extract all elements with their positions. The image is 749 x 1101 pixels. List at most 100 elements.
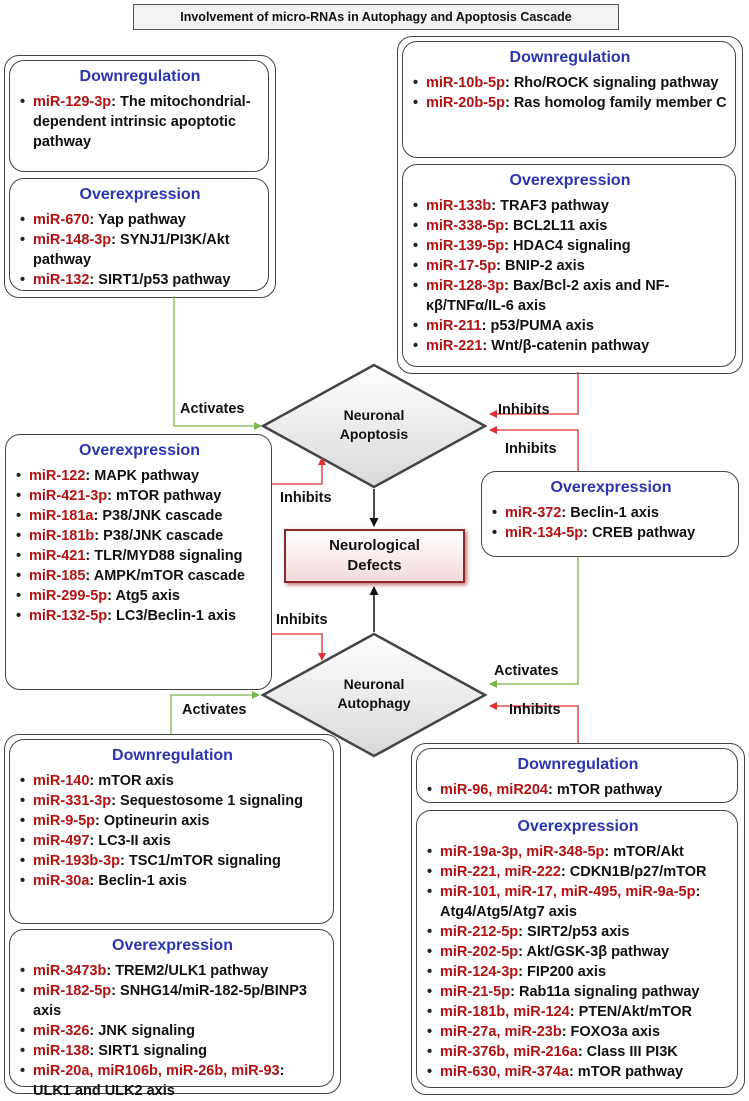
mirna-list-item: miR-140: mTOR axis (20, 771, 325, 791)
mirna-name: miR-338-5p (426, 218, 505, 234)
mirna-list-item: miR-9-5p: Optineurin axis (20, 811, 325, 831)
panel-tr-overexpression: OverexpressionmiR-133b: TRAF3 pathwaymiR… (402, 164, 736, 367)
mirna-name: miR-20a, miR106b, miR-26b, miR-93 (33, 1063, 280, 1079)
mirna-target: : TREM2/ULK1 pathway (106, 963, 269, 979)
mirna-name: miR-221, miR-222 (440, 864, 561, 880)
mirna-list-item: miR-3473b: TREM2/ULK1 pathway (20, 961, 325, 981)
mirna-list-item: miR-421-3p: mTOR pathway (16, 486, 263, 506)
mirna-name: miR-30a (33, 873, 90, 889)
mirna-list-item: miR-134-5p: CREB pathway (492, 523, 730, 543)
panel-bl-downregulation: DownregulationmiR-140: mTOR axismiR-331-… (9, 739, 334, 924)
mirna-target: : Optineurin axis (95, 813, 210, 829)
panel-tr-downregulation: Downregulation miR-10b-5p: Rho/ROCK signa… (402, 41, 736, 158)
mirna-name: miR-122 (29, 468, 86, 484)
label-inhibits-autophagy-left: Inhibits (276, 612, 328, 628)
mirna-target: : Rab11a signaling pathway (510, 984, 700, 1000)
mirna-list-item: miR-221: Wnt/β-catenin pathway (413, 336, 727, 356)
mirna-list: miR-670: Yap pathwaymiR-148-3p: SYNJ1/PI… (20, 210, 260, 290)
activates-autophagy-arrow-bottom (170, 691, 260, 734)
figure-title: Involvement of micro-RNAs in Autophagy a… (133, 4, 619, 30)
mirna-name: miR-211 (426, 318, 482, 334)
neuronal-apoptosis-diamond (260, 363, 488, 489)
mirna-target: : Class III PI3K (577, 1044, 678, 1060)
mirna-target: : Sequestosome 1 signaling (111, 793, 303, 809)
activates-autophagy-arrow-right (489, 557, 579, 688)
mirna-list-item: miR-138: SIRT1 signaling (20, 1041, 325, 1061)
mirna-name: miR-181a (29, 508, 94, 524)
mirna-target: : MAPK pathway (85, 468, 200, 484)
mirna-list-item: miR-20a, miR106b, miR-26b, miR-93: ULK1 … (20, 1061, 325, 1101)
mirna-target: : mTOR/Akt (604, 844, 684, 860)
mirna-list-item: miR-221, miR-222: CDKN1B/p27/mTOR (427, 862, 729, 882)
mirna-name: miR-27a, miR-23b (440, 1024, 562, 1040)
mirna-list-item: miR-212-5p: SIRT2/p53 axis (427, 922, 729, 942)
mirna-list-item: miR-133b: TRAF3 pathway (413, 196, 727, 216)
mirna-name: miR-376b, miR-216a (440, 1044, 578, 1060)
neurological-defects-box: Neurological Defects (284, 529, 465, 583)
mirna-target: : AMPK/mTOR cascade (85, 568, 245, 584)
mirna-target: : JNK signaling (89, 1023, 195, 1039)
mirna-list-item: miR-122: MAPK pathway (16, 466, 263, 486)
mirna-target: : TRAF3 pathway (491, 198, 609, 214)
mirna-list: miR-96, miR204: mTOR pathway (427, 780, 729, 800)
mirna-name: miR-96, miR204 (440, 782, 548, 798)
mirna-target: : TSC1/mTOR signaling (120, 853, 281, 869)
mirna-target: : Bax/Bcl-2 axis and NF-κβ/TNFα/IL-6 axi… (426, 278, 670, 314)
mirna-list-item: miR-148-3p: SYNJ1/PI3K/Akt pathway (20, 230, 260, 270)
mirna-list-item: miR-181b, miR-124: PTEN/Akt/mTOR (427, 1002, 729, 1022)
panel-heading: Overexpression (112, 937, 233, 954)
mirna-list-item: miR-670: Yap pathway (20, 210, 260, 230)
mirna-list-item: miR-421: TLR/MYD88 signaling (16, 546, 263, 566)
mirna-name: miR-181b, miR-124 (440, 1004, 570, 1020)
mirna-target: : Ras homolog family member C (504, 95, 727, 111)
mirna-list-item: miR-132: SIRT1/p53 pathway (20, 270, 260, 290)
neuronal-apoptosis-label: Neuronal Apoptosis (314, 406, 434, 444)
label-activates-autophagy-right: Activates (494, 663, 559, 679)
mirna-name: miR-17-5p (426, 258, 497, 274)
mirna-list-item: miR-372: Beclin-1 axis (492, 503, 730, 523)
mirna-name: miR-331-3p (33, 793, 112, 809)
mirna-name: miR-129-3p (33, 94, 112, 110)
label-activates-autophagy-bottom: Activates (182, 702, 247, 718)
mirna-list: miR-3473b: TREM2/ULK1 pathwaymiR-182-5p:… (20, 961, 325, 1101)
mirna-list: miR-122: MAPK pathwaymiR-421-3p: mTOR pa… (16, 466, 263, 626)
mirna-name: miR-670 (33, 212, 90, 228)
mirna-target: : BCL2L11 axis (504, 218, 608, 234)
mirna-list-item: miR-10b-5p: Rho/ROCK signaling pathway (413, 73, 727, 93)
mirna-name: miR-140 (33, 773, 90, 789)
mirna-name: miR-132-5p (29, 608, 108, 624)
mirna-name: miR-124-3p (440, 964, 519, 980)
mirna-list-item: miR-299-5p: Atg5 axis (16, 586, 263, 606)
mirna-target: : P38/JNK cascade (93, 508, 223, 524)
mirna-name: miR-134-5p (505, 525, 584, 541)
panel-tl-overexpression: OverexpressionmiR-670: Yap pathwaymiR-14… (9, 178, 269, 291)
mirna-name: miR-132 (33, 272, 90, 288)
mirna-target: : LC3-II axis (89, 833, 171, 849)
mirna-target: : Akt/GSK-3β pathway (518, 944, 670, 960)
mirna-target: : TLR/MYD88 signaling (85, 548, 243, 564)
mirna-list-item: miR-139-5p: HDAC4 signaling (413, 236, 727, 256)
inhibits-apoptosis-arrow-left (272, 457, 326, 485)
apoptosis-line2: Apoptosis (339, 426, 409, 442)
defects-line2: Defects (347, 557, 402, 574)
label-inhibits-apoptosis-top: Inhibits (498, 402, 550, 418)
mirna-name: miR-20b-5p (426, 95, 505, 111)
label-inhibits-autophagy-bottom: Inhibits (509, 702, 561, 718)
mirna-name: miR-421 (29, 548, 86, 564)
mirna-name: miR-128-3p (426, 278, 505, 294)
mirna-list: miR-140: mTOR axis miR-331-3p: Sequestoso… (20, 771, 325, 891)
panel-heading: Downregulation (509, 49, 631, 66)
mirna-name: miR-202-5p (440, 944, 519, 960)
mirna-target: : ULK1 and ULK2 axis (33, 1063, 285, 1099)
mirna-list-item: miR-30a: Beclin-1 axis (20, 871, 325, 891)
defects-line1: Neurological (329, 537, 420, 554)
mirna-target: : mTOR pathway (107, 488, 222, 504)
mirna-target: : PTEN/Akt/mTOR (569, 1004, 692, 1020)
apoptosis-line1: Neuronal (343, 407, 405, 423)
mirna-name: miR-212-5p (440, 924, 519, 940)
mirna-name: miR-630, miR-374a (440, 1064, 569, 1080)
panel-bl-overexpression: Overexpression miR-3473b: TREM2/ULK1 path… (9, 929, 334, 1099)
mirna-name: miR-421-3p (29, 488, 108, 504)
mirna-target: : Atg5 axis (107, 588, 180, 604)
